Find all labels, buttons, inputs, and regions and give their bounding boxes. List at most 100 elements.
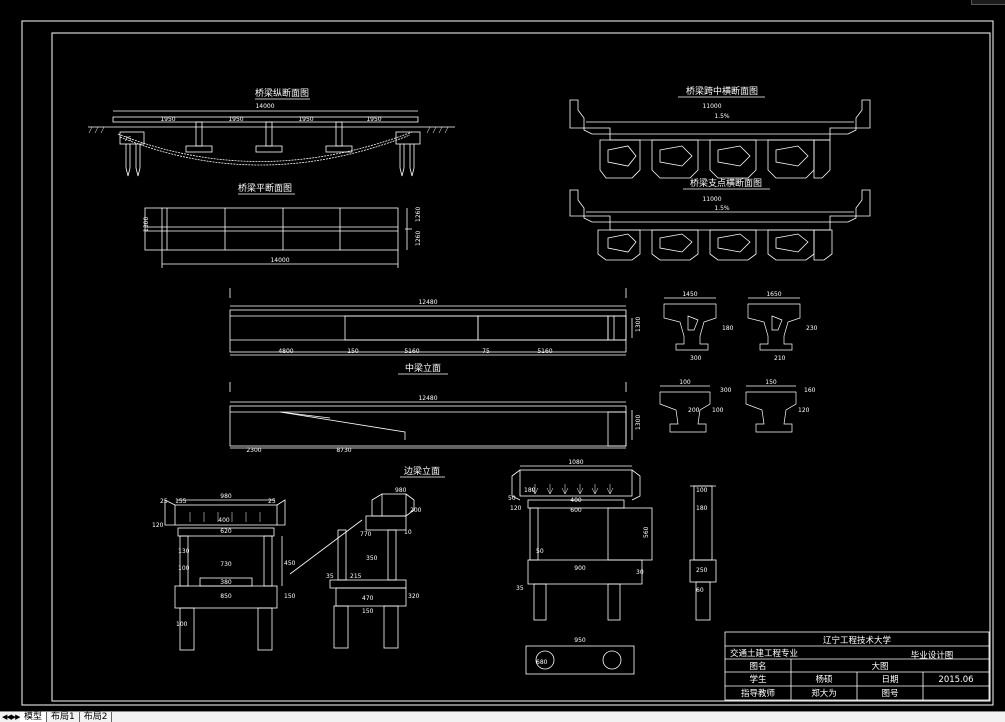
- cap-val-3: 120: [510, 505, 522, 512]
- sec-val-9: 120: [798, 407, 810, 414]
- pier-val-10: 850: [220, 593, 232, 600]
- pier-val-4: 120: [152, 522, 164, 529]
- pier-val-13: 100: [176, 621, 188, 628]
- cap-val-10: 560: [643, 526, 650, 538]
- col-val-4: 60: [696, 587, 704, 594]
- mb-seg-5: 5160: [537, 348, 552, 355]
- cap-top-dim: 1080: [568, 459, 583, 466]
- pier-val-7: 400: [218, 517, 230, 524]
- sec-val-2: 160: [804, 387, 816, 394]
- midspan-slope: 1.5%: [714, 113, 730, 120]
- long-span-3: 1950: [298, 116, 313, 123]
- tb-name-value: 大图: [871, 661, 888, 672]
- inner-border: [51, 32, 991, 702]
- tb-student-value: 杨硕: [815, 674, 833, 685]
- cap-val-7: 950: [574, 637, 586, 644]
- eb-total-dim: 12480: [418, 395, 437, 402]
- foot-dim: 680: [536, 659, 548, 666]
- edge-beam-title: 边梁立面: [404, 465, 440, 477]
- pier-val-14: 620: [220, 528, 232, 535]
- plan-section-title: 桥梁平断面图: [238, 182, 292, 194]
- plan-len-dim: 14000: [270, 257, 289, 264]
- cap-val-4: 400: [570, 497, 582, 504]
- sec-top-4: 150: [765, 379, 777, 386]
- viewport-corner-control[interactable]: [971, 0, 1005, 5]
- cap-val-8: 50: [536, 548, 544, 555]
- cap-val-6: 600: [570, 507, 582, 514]
- long-span-4: 1950: [366, 116, 381, 123]
- tb-student-label: 学生: [749, 674, 767, 685]
- tb-school: 辽宁工程技术大学: [823, 635, 892, 646]
- plan-h-dim: 1300: [143, 217, 150, 232]
- pier-val-12: 150: [284, 593, 296, 600]
- pier-val-22: 470: [362, 595, 374, 602]
- pier-val-19: 10: [404, 529, 412, 536]
- sec-val-3: 200: [688, 407, 700, 414]
- pier-val-23: 150: [362, 608, 374, 615]
- cap-val-5: 900: [574, 565, 586, 572]
- sec-val-8: 100: [712, 407, 724, 414]
- pier-val-16: 200: [410, 507, 422, 514]
- cap-val-2: 180: [524, 487, 536, 494]
- pier-val-9: 380: [220, 579, 232, 586]
- pier-val-18: 770: [360, 531, 372, 538]
- mb-seg-4: 75: [482, 348, 490, 355]
- pier-val-3: 25: [268, 498, 276, 505]
- tab-model[interactable]: 模型: [20, 712, 48, 722]
- pier-side-view: [329, 493, 415, 649]
- pier-val-20: 35: [326, 573, 334, 580]
- pier-val-21: 215: [350, 573, 362, 580]
- longitudinal-section-title: 桥梁纵断面图: [255, 87, 309, 99]
- eb-h-dim: 1300: [635, 415, 642, 430]
- pier-val-5: 130: [178, 548, 190, 555]
- middle-beam-title: 中梁立面: [405, 362, 441, 374]
- pier-val-11: 450: [284, 560, 296, 567]
- long-left-dim: 75: [124, 136, 132, 143]
- mb-seg-2: 150: [347, 348, 359, 355]
- mb-seg-1: 4800: [278, 348, 293, 355]
- plan-section-view: [144, 193, 412, 268]
- tb-drawing-no-label: 图号: [881, 689, 898, 699]
- pier-val-8: 730: [220, 561, 232, 568]
- tab-layout-2[interactable]: 布局2: [80, 712, 113, 722]
- longitudinal-section-view: [88, 98, 455, 177]
- pier-val-1: 25: [160, 498, 168, 505]
- midspan-section-title: 桥梁跨中横断面图: [686, 85, 758, 97]
- middle-beam-elevation: [229, 288, 633, 375]
- pier-val-17: 350: [366, 555, 378, 562]
- pier-val-2: 155: [175, 498, 187, 505]
- mb-total-dim: 12480: [418, 299, 437, 306]
- tb-major: 交通土建工程专业: [730, 648, 798, 659]
- col-val-2: 180: [696, 505, 708, 512]
- plan-w1-dim: 1260: [415, 207, 422, 222]
- tab-scroll-arrows-icon[interactable]: ◀◀▶▶: [2, 713, 21, 721]
- tab-layout-1[interactable]: 布局1: [47, 712, 80, 722]
- cap-beam-elevation: [511, 465, 653, 675]
- cap-val-11: 30: [636, 569, 644, 576]
- pier-top-dim: 980: [220, 493, 232, 500]
- sec-val-4: 300: [690, 355, 702, 362]
- eb-seg-2: 8730: [336, 447, 351, 454]
- mb-h-dim: 1300: [635, 317, 642, 332]
- support-slope: 1.5%: [714, 205, 730, 212]
- sec-val-6: 180: [722, 325, 734, 332]
- long-total-dim: 14000: [255, 103, 274, 110]
- long-span-2: 1950: [228, 116, 243, 123]
- layout-tab-bar: ◀◀▶▶ 模型 布局1 布局2: [0, 711, 1005, 722]
- beam-sections: [659, 297, 801, 433]
- plan-w2-dim: 1260: [415, 231, 422, 246]
- tb-advisor-label: 指导教师: [741, 688, 776, 699]
- midspan-section-view: [569, 96, 871, 179]
- support-section-view: [569, 188, 871, 261]
- outer-border: [21, 20, 994, 706]
- sec-top-3: 100: [679, 379, 691, 386]
- pier-val-24: 320: [408, 593, 420, 600]
- eb-seg-1: 2300: [246, 447, 261, 454]
- support-width-dim: 11000: [702, 196, 721, 203]
- tb-name-label: 图名: [749, 661, 766, 672]
- mb-seg-3: 5160: [404, 348, 419, 355]
- cap-val-9: 35: [516, 585, 524, 592]
- sec-top-1: 1450: [682, 291, 697, 298]
- tb-design: 毕业设计图: [911, 650, 954, 661]
